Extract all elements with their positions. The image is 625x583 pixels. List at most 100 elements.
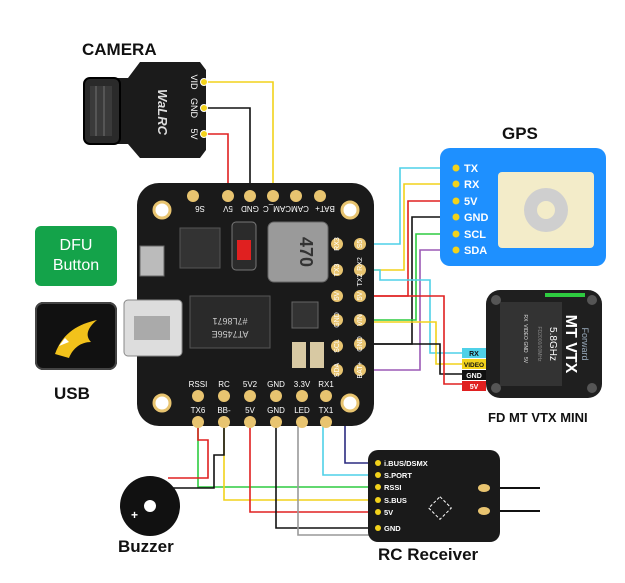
buzzer-title: Buzzer [118,537,174,556]
wire-vtx-video [360,321,462,365]
wire-vtx-rx [360,269,462,354]
wire-cam-vid [207,81,274,195]
pin-tx6: TX6 [191,406,206,415]
dfu-button-label: DFU Button [35,226,117,286]
vtx-pin-rx: RX [469,351,479,358]
vtx-name: MT VTX [562,315,579,374]
top-pin-cam: CAM [291,204,309,213]
wire-rx-gnd [275,395,376,529]
rx-pin-sport: S.PORT [384,471,412,480]
top-pin-cam-c: CAM_C [263,204,291,213]
wire-cam-5v [207,133,229,195]
mount-hole-br [340,393,360,413]
pin-rx1: RX1 [318,380,334,389]
pin-bb: BB- [217,406,231,415]
pin-led: LED [294,406,310,415]
dfu-line2: Button [52,257,100,274]
wire-rx-5v [249,395,376,513]
camera-pin-5v: 5V [189,128,199,139]
dfu-line1: DFU [59,237,93,254]
pin-gnd-r: GND [357,336,364,352]
wire-gps-tx [360,167,453,245]
pin-sda: SDA [334,362,341,377]
wire-buzzer-pos [168,410,209,479]
pin-tx1: TX1 [319,406,334,415]
pin-5v-r: 5V [357,291,364,300]
rc-receiver-title: RC Receiver [378,545,479,564]
vtx-silk-video: VIDEO [522,324,528,340]
rc-receiver: i.BUS/DSMX S.PORT RSSI S.BUS 5V GND [368,450,500,542]
rx-antenna-connector-1 [478,484,490,492]
top-pin-gnd: GND [241,204,259,213]
vtx-fcc: FD2000/00MHz [536,326,542,362]
camera-pin-vid: VID [189,74,199,90]
pin-rx2: RX2 [357,257,364,271]
vtx-silk-rx: RX [522,315,528,323]
pin-5v-l: 5V [334,291,341,300]
mount-hole-bl [152,393,172,413]
vtx-tag-gnd [462,370,486,380]
osd-chip [189,295,271,349]
wire-rx-led [297,410,376,536]
camera: WaLRC VID GND 5V [83,62,208,158]
gps-pin-tx: TX [464,163,479,175]
gps-pin-rx: RX [464,179,480,191]
pin-tx3: TX3 [334,263,341,276]
vtx-tag-rx [462,348,486,358]
gps-pin-5v: 5V [464,196,478,208]
pin-rx3: RX3 [334,237,341,251]
usb-icon [35,302,117,370]
gps-pin-scl: SCL [464,229,486,241]
osd-chip-line2: AT7456E [212,329,249,339]
pin-gnd-b2: GND [267,406,285,415]
capacitor-1 [292,342,306,368]
gps-pin-sda: SDA [464,245,487,257]
camera-pin-gnd: GND [189,98,199,119]
vtx-tag-5v [462,381,486,391]
pin-5v2: 5V2 [243,380,258,389]
wire-vtx-5v [360,295,462,385]
wire-buzzer-neg [168,410,225,489]
vtx-pin-gnd: GND [466,373,482,380]
top-pin-bat: BAT+ [315,204,335,213]
camera-body [100,62,206,158]
pin-vin: VIN [357,314,364,326]
gps-pin-gnd: GND [464,212,489,224]
rx-pin-ibus: i.BUS/DSMX [384,459,428,468]
usb-title: USB [54,384,90,403]
capacitor-2 [310,342,324,368]
rx-pin-5v: 5V [384,508,393,517]
rx-antenna-connector-2 [478,507,490,515]
top-pin-s6: S6 [195,204,205,213]
wire-rx-sport [322,410,376,476]
vtx-silk-gnd: GND [522,341,528,353]
pin-5v-b: 5V [245,406,255,415]
vtx-tag-video [462,359,486,369]
vtx-pin-5v: 5V [470,384,479,391]
rx-pin-sbus: S.BUS [384,496,407,505]
osd-chip-line1: #7L8671 [212,316,247,326]
pin-gnd-b: GND [267,380,285,389]
wire-cam-gnd [207,107,251,195]
pin-3v3: 3.3V [294,380,311,389]
pin-gnd-l: GND [334,312,341,328]
pin-bat-r: BAT+ [357,361,364,378]
inductor-label: 470 [296,237,316,267]
dfu-switch [139,245,165,277]
top-pads [187,190,326,202]
flight-controller-board: S6 5V GND CAM_C CAM BAT+ 470 #7L8671 AT7… [123,183,374,428]
camera-logo: WaLRC [155,89,170,136]
top-pin-5v: 5V [222,204,232,213]
rx-pin-rssi: RSSI [384,483,402,492]
vtx-pin-video: VIDEO [464,362,484,369]
pin-rc: RC [218,380,230,389]
camera-title: CAMERA [82,40,157,59]
rx-button [427,495,453,521]
rc-receiver-board [368,450,500,542]
pin-rssi: RSSI [189,380,208,389]
small-ic [291,301,319,329]
buzzer: + [120,476,180,536]
vtx-brand: Forward [580,327,590,360]
inductor [267,221,329,283]
